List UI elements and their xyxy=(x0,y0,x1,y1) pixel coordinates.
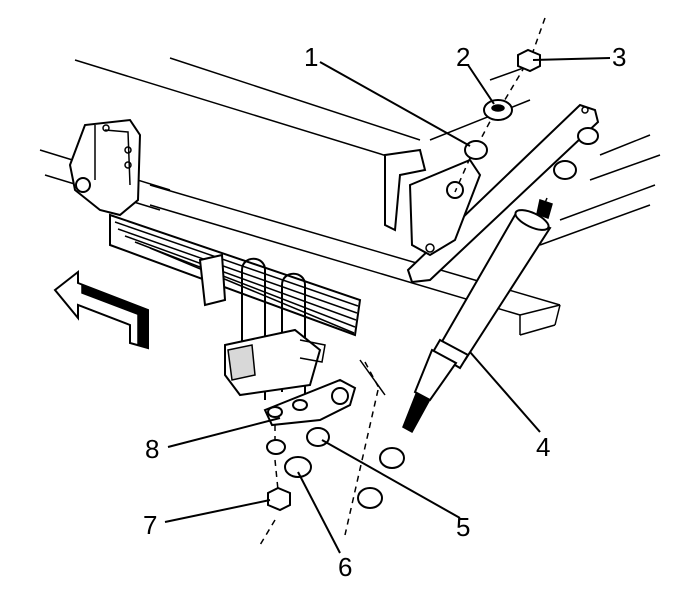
direction-arrow-icon xyxy=(53,269,149,350)
leader-3 xyxy=(532,57,611,61)
leader-7 xyxy=(164,499,271,523)
lower-retainer xyxy=(306,427,330,447)
lower-bushing xyxy=(284,456,312,478)
callout-4: 4 xyxy=(536,432,550,462)
upper-nut xyxy=(517,48,541,73)
callout-8: 8 xyxy=(145,434,159,464)
leader-4 xyxy=(469,351,541,433)
shock-absorber xyxy=(402,197,553,434)
leader-6 xyxy=(297,471,341,554)
lower-hardware xyxy=(259,359,405,546)
leader-lines xyxy=(164,57,611,554)
callout-5: 5 xyxy=(456,512,470,542)
lower-nut xyxy=(267,486,291,512)
callout-1: 1 xyxy=(304,42,318,72)
callout-3: 3 xyxy=(612,42,626,72)
upper-frame-bracket xyxy=(384,103,600,284)
lower-mount-bracket xyxy=(263,378,357,427)
frame-rails xyxy=(39,57,661,336)
leader-8 xyxy=(167,417,281,448)
callout-labels: 1 2 3 4 5 6 7 8 xyxy=(143,42,626,582)
upper-bushing xyxy=(464,140,488,160)
callout-7: 7 xyxy=(143,510,157,540)
upper-hardware xyxy=(454,17,599,193)
spring-hanger xyxy=(68,118,142,217)
leaf-spring xyxy=(109,213,362,337)
leader-2 xyxy=(467,64,495,105)
u-bolts-and-spring-plate xyxy=(224,257,326,400)
callout-6: 6 xyxy=(338,552,352,582)
leader-5 xyxy=(321,439,461,519)
callout-2: 2 xyxy=(456,42,470,72)
leader-1 xyxy=(319,61,471,147)
